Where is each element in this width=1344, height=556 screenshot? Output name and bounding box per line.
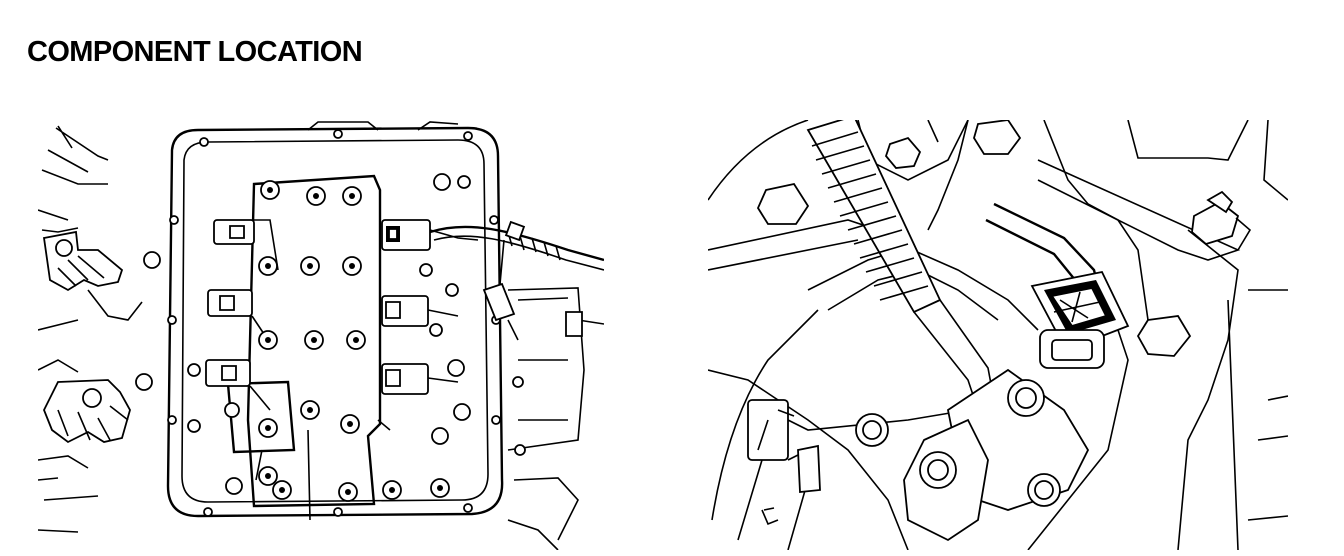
valve-body-illustration [38,120,604,550]
page-title: COMPONENT LOCATION [27,36,363,68]
shift-solenoid-connector-illustration [708,120,1288,550]
